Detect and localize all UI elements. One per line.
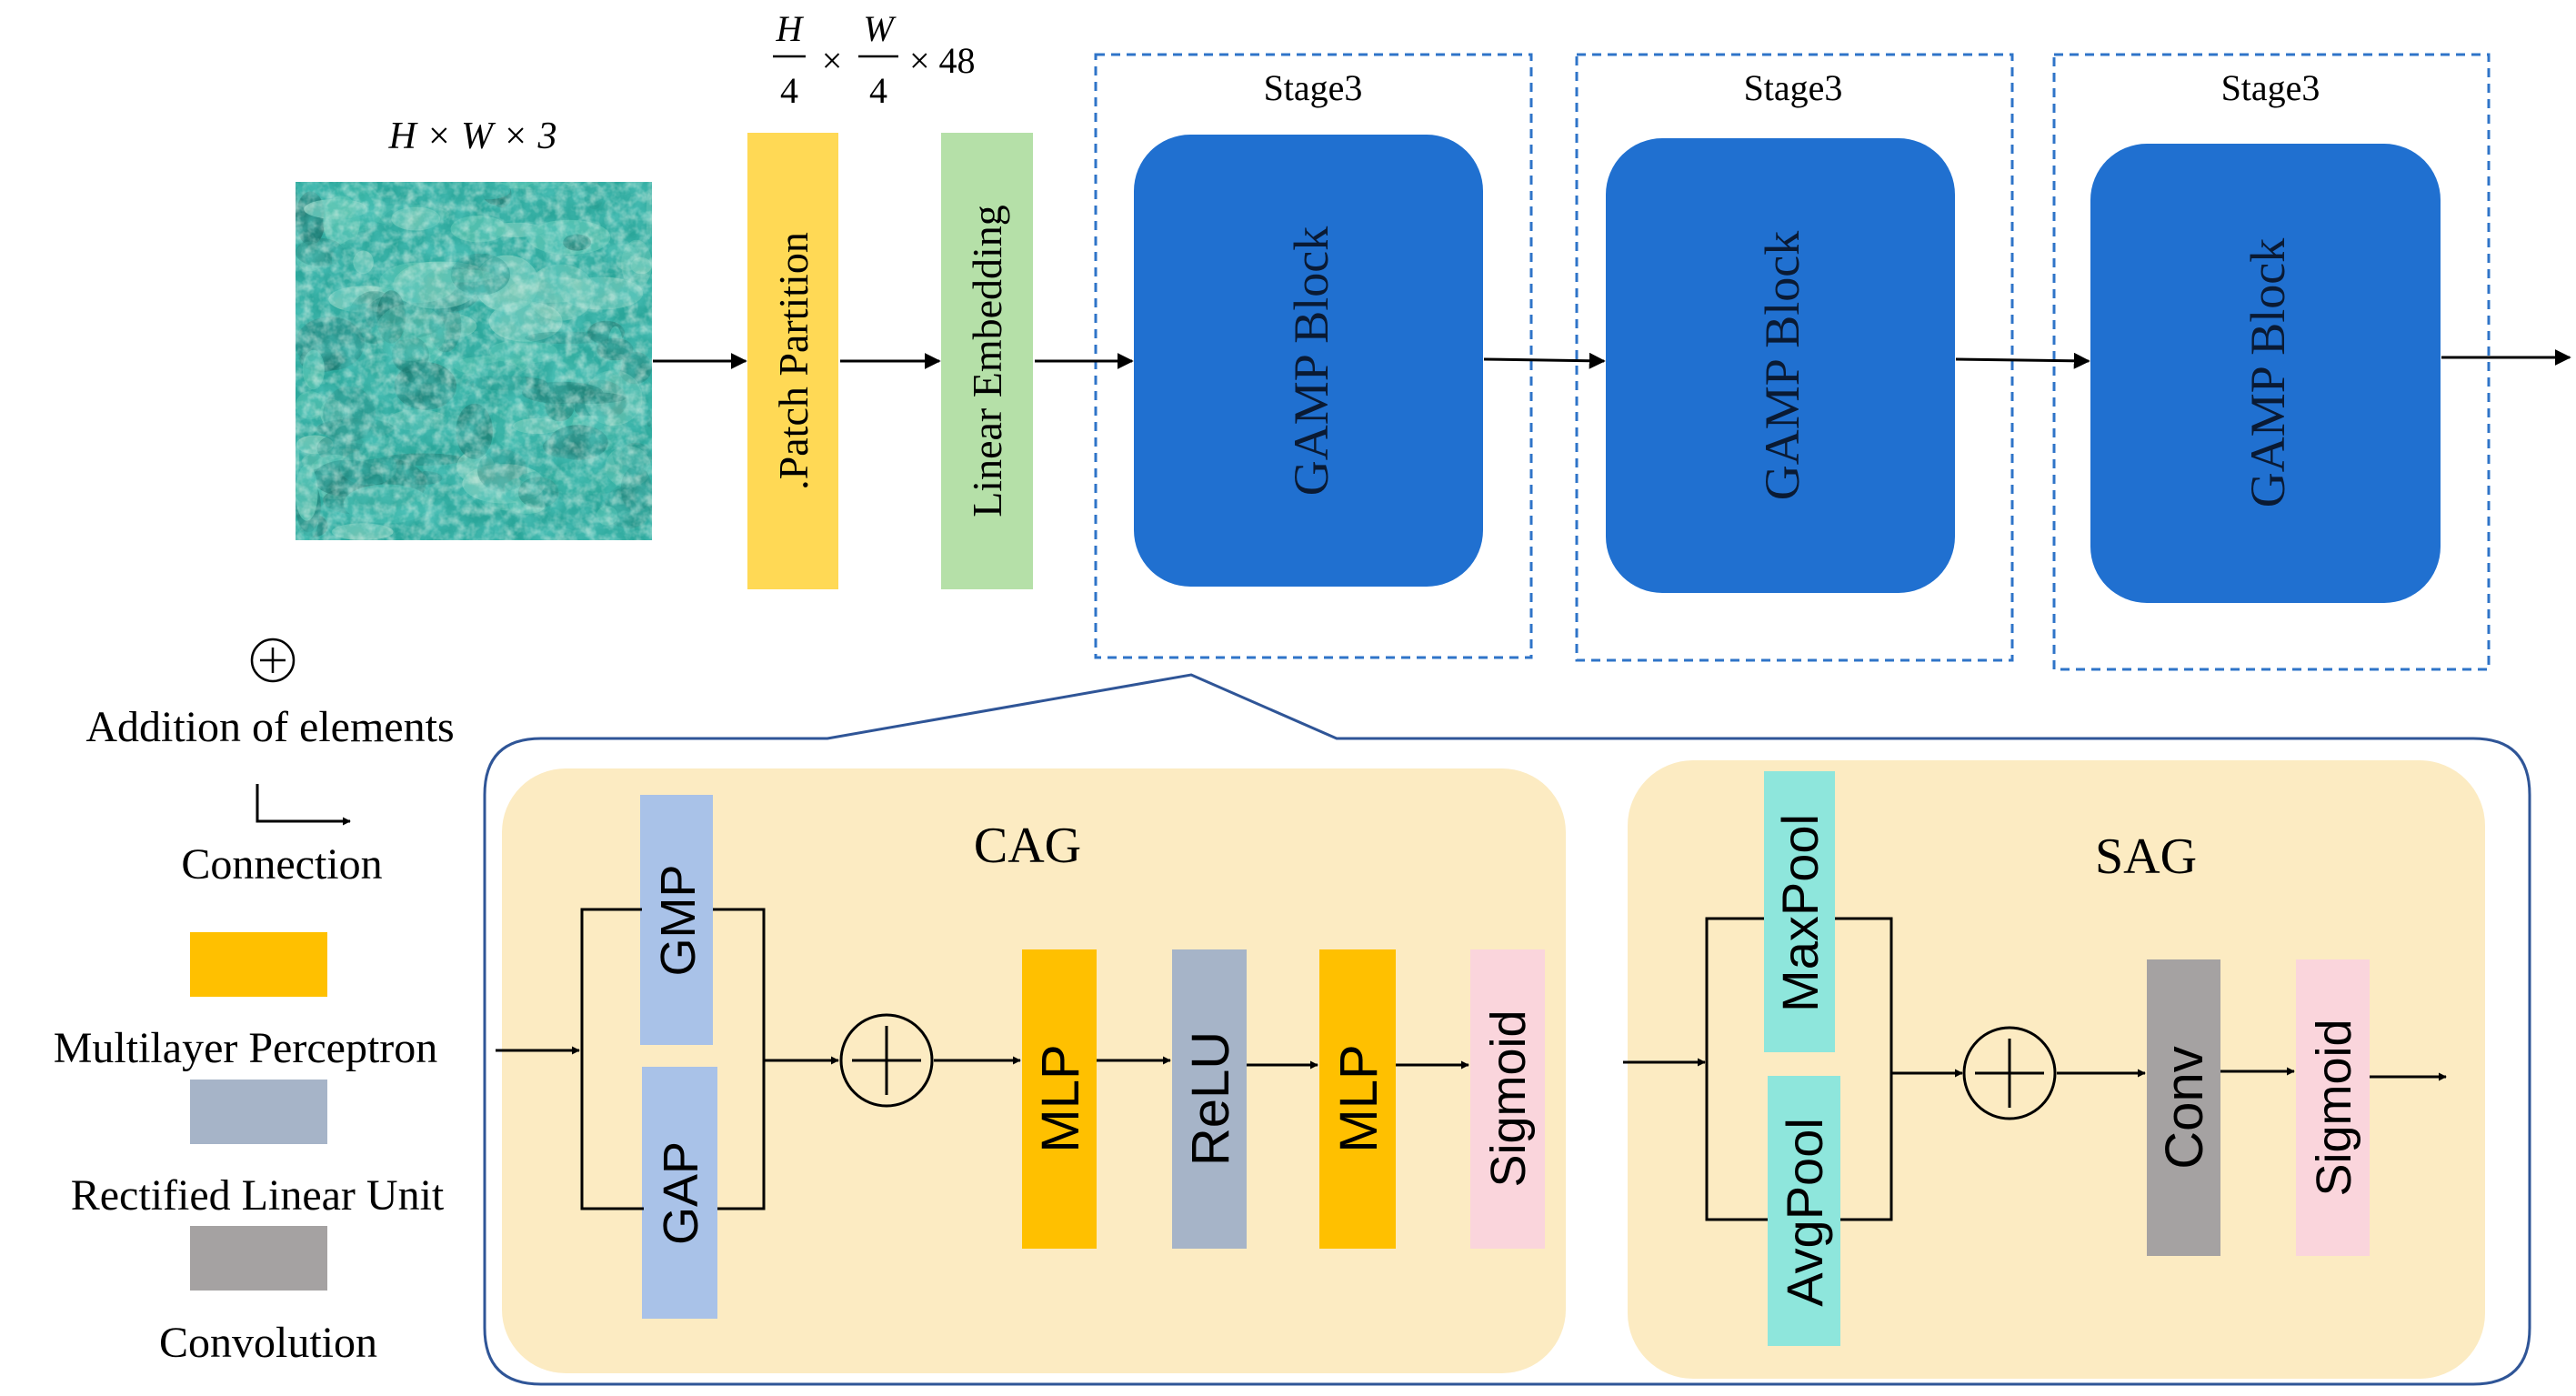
gamp-block-label: GAMP Block <box>1284 226 1338 497</box>
gamp-block <box>2090 144 2441 603</box>
relu-block <box>1172 949 1247 1249</box>
add-icon-cag <box>839 1013 934 1108</box>
gmp-label: GMP <box>651 864 706 976</box>
patch-dims-label: H 4 × W 4 × 48 <box>773 8 976 111</box>
legend-conv-swatch <box>190 1226 327 1291</box>
mlp-block-2 <box>1319 949 1396 1249</box>
legend-connection-label: Connection <box>181 840 382 889</box>
sigmoid-block-cag <box>1470 949 1545 1249</box>
linear-embedding-label: Linear Embedding <box>964 205 1010 517</box>
mlp-block-1 <box>1022 949 1097 1249</box>
gamp-block <box>1606 138 1955 593</box>
legend-relu-swatch <box>190 1080 327 1144</box>
sag-title: SAG <box>2095 829 2197 885</box>
gmp-block <box>640 795 713 1045</box>
maxpool-block <box>1764 771 1835 1052</box>
sigmoid-label-sag: Sigmoid <box>2307 1019 2361 1196</box>
legend-relu-label: Rectified Linear Unit <box>71 1171 445 1220</box>
maxpool-label: MaxPool <box>1771 814 1829 1012</box>
patch-partition-label: .Patch Partition <box>770 232 817 490</box>
gap-label: GAP <box>654 1141 708 1245</box>
legend-mlp-swatch <box>190 932 327 997</box>
sag-connectors <box>1623 917 2447 1221</box>
cag-connectors <box>496 908 1469 1210</box>
channel-count: × 48 <box>909 40 976 81</box>
h-denominator: 4 <box>780 70 798 111</box>
sag-module: SAG MaxPool AvgPool Conv Sigmoid <box>1623 760 2485 1379</box>
input-dims-label: H × W × 3 <box>387 115 556 157</box>
mlp-label-2: MLP <box>1329 1044 1388 1152</box>
patch-partition-block <box>747 133 838 589</box>
sigmoid-label-cag: Sigmoid <box>1481 1009 1536 1187</box>
linear-embedding-block <box>941 133 1033 589</box>
add-icon-sag <box>1962 1026 2057 1120</box>
stage-3: Stage3 GAMP Block <box>2052 53 2491 671</box>
stage-title: Stage3 <box>2221 67 2320 108</box>
stage-2: Stage3 GAMP Block <box>1575 53 2014 662</box>
sag-background <box>1628 760 2485 1379</box>
input-image <box>296 182 653 541</box>
conv-label: Conv <box>2155 1046 2214 1169</box>
h-numerator: H <box>776 8 805 49</box>
legend-mlp-label: Multilayer Perceptron <box>54 1024 438 1072</box>
w-numerator: W <box>863 8 897 49</box>
stage-frame <box>2052 53 2491 671</box>
gamp-block <box>1134 135 1483 587</box>
w-denominator: 4 <box>869 70 887 111</box>
stage-title: Stage3 <box>1744 67 1843 108</box>
connection-icon <box>256 784 351 826</box>
gamp-detail-panel: CAG GMP GAP MLP ReLU MLP Sigmoid <box>483 673 2531 1386</box>
mlp-label-1: MLP <box>1031 1044 1090 1152</box>
plus-icon <box>250 638 296 683</box>
top-arrows <box>653 349 2571 369</box>
avgpool-block <box>1768 1076 1840 1346</box>
gamp-block-label: GAMP Block <box>1755 231 1809 501</box>
times-sign: × <box>822 40 843 81</box>
avgpool-label: AvgPool <box>1776 1118 1833 1307</box>
conv-block <box>2147 959 2220 1256</box>
sigmoid-block-sag <box>2296 959 2370 1256</box>
legend-addition-label: Addition of elements <box>85 703 454 751</box>
gamp-block-label: GAMP Block <box>2240 238 2295 508</box>
stage-title: Stage3 <box>1264 67 1363 108</box>
stage-1: Stage3 GAMP Block <box>1094 53 1533 659</box>
cag-module: CAG GMP GAP MLP ReLU MLP Sigmoid <box>496 768 1566 1373</box>
stage-frame <box>1094 53 1533 659</box>
gap-block <box>642 1067 717 1319</box>
stage-frame <box>1575 53 2014 662</box>
legend-conv-label: Convolution <box>159 1319 377 1367</box>
legend: Addition of elements Connection Multilay… <box>54 638 455 1367</box>
cag-title: CAG <box>974 818 1081 874</box>
relu-label: ReLU <box>1181 1031 1240 1166</box>
